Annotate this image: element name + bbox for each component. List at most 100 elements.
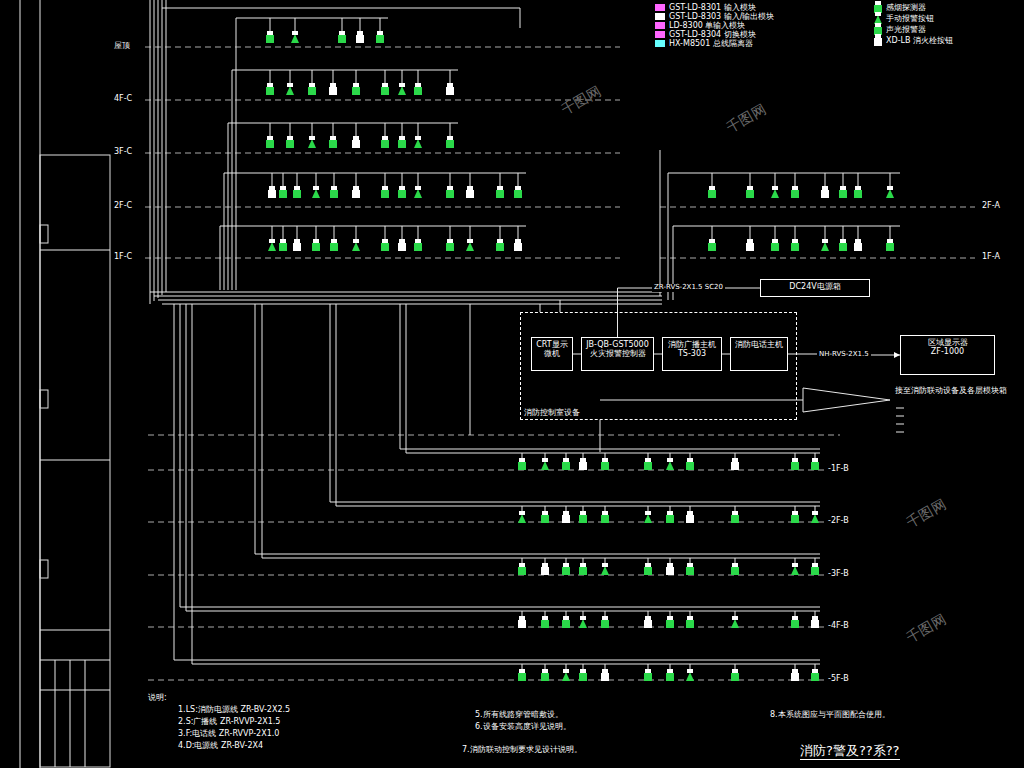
module-symbol xyxy=(353,186,359,190)
module-symbol xyxy=(269,186,275,190)
drop-line xyxy=(385,226,386,239)
box-heading: 区域显示器 xyxy=(904,338,991,347)
drop-line xyxy=(522,506,523,511)
drop-line xyxy=(334,173,335,186)
riser-line xyxy=(154,0,155,301)
legend-swatch xyxy=(655,22,665,29)
module-symbol xyxy=(792,458,798,462)
module-symbol xyxy=(645,669,651,673)
device-symbol xyxy=(791,620,799,628)
drop-line xyxy=(545,506,546,511)
module-symbol xyxy=(382,186,388,190)
device-symbol xyxy=(279,243,287,251)
device-symbol xyxy=(398,140,406,148)
bus-line xyxy=(162,8,520,28)
floor-label: 2F-C xyxy=(114,201,132,210)
drop-line xyxy=(342,18,343,31)
device-symbol xyxy=(518,567,526,575)
device-symbol xyxy=(731,567,739,575)
module-symbol xyxy=(542,458,548,462)
drop-line xyxy=(312,123,313,136)
drop-line xyxy=(522,453,523,458)
legend-row: GST-LD-8303 输入/输出模块 xyxy=(655,12,774,21)
device-symbol xyxy=(398,243,406,251)
drop-line xyxy=(712,226,713,239)
drop-line xyxy=(312,70,313,83)
legend-row: LD-8300 单输入模块 xyxy=(655,21,745,30)
drop-line xyxy=(283,173,284,186)
alarm-symbol xyxy=(541,461,549,470)
device-symbol xyxy=(579,515,587,523)
device-symbol xyxy=(708,243,716,251)
module-symbol xyxy=(267,31,273,35)
device-symbol xyxy=(541,620,549,628)
module-symbol xyxy=(382,136,388,140)
module-symbol xyxy=(267,136,273,140)
note-text: 7.消防联动控制要求见设计说明。 xyxy=(462,745,582,754)
device-symbol xyxy=(686,567,694,575)
legend-row: HX-M8501 总线隔离器 xyxy=(655,39,753,48)
module-symbol xyxy=(792,669,798,673)
drop-line xyxy=(545,611,546,616)
module-symbol xyxy=(580,458,586,462)
module-symbol xyxy=(812,563,818,567)
drop-line xyxy=(566,558,567,563)
module-symbol xyxy=(812,616,818,620)
legend-row: XD-LB 消火栓按钮 xyxy=(886,36,953,45)
drop-line xyxy=(418,123,419,136)
riser-line xyxy=(166,0,167,292)
module-symbol xyxy=(563,511,569,515)
module-symbol xyxy=(887,186,893,190)
device-symbol xyxy=(839,190,847,198)
connector-line xyxy=(573,354,581,355)
module-symbol xyxy=(330,136,336,140)
module-symbol xyxy=(519,669,525,673)
module-symbol xyxy=(855,186,861,190)
legend-row: GST-LD-8301 输入模块 xyxy=(655,3,756,12)
drop-line xyxy=(297,226,298,239)
floor-line xyxy=(148,575,824,576)
riser-line xyxy=(174,304,175,660)
legend-text: XD-LB 消火栓按钮 xyxy=(886,36,953,45)
module-symbol xyxy=(542,616,548,620)
loop-line xyxy=(224,173,526,174)
alarm-symbol xyxy=(562,672,570,681)
floor-label: -5F-B xyxy=(828,674,849,683)
device-symbol xyxy=(266,87,274,95)
device-symbol xyxy=(579,462,587,470)
riser-line xyxy=(158,0,159,298)
device-symbol xyxy=(708,190,716,198)
drop-line xyxy=(470,173,471,186)
legend-text: GST-LD-8304 切换模块 xyxy=(669,30,756,39)
device-symbol xyxy=(514,243,522,251)
drop-line xyxy=(648,453,649,458)
drop-line xyxy=(272,226,273,239)
connector-line xyxy=(722,354,730,355)
device-symbol xyxy=(279,190,287,198)
legend-swatch xyxy=(655,31,665,38)
drop-line xyxy=(333,123,334,136)
equipment-box: 消防广播主机TS-303 xyxy=(662,337,722,371)
module-symbol xyxy=(280,186,286,190)
box-text: ZF-1000 xyxy=(904,347,991,356)
loop-line xyxy=(255,554,820,555)
floor-label: 1F-C xyxy=(114,252,132,261)
drop-line xyxy=(418,173,419,186)
module-symbol xyxy=(580,563,586,567)
connector xyxy=(573,354,581,355)
device-symbol xyxy=(791,515,799,523)
alarm-symbol xyxy=(312,189,320,198)
drop-line xyxy=(522,558,523,563)
module-symbol xyxy=(875,1,881,5)
floor-line xyxy=(148,522,824,523)
note-text: 接至消防联动设备及各层模块箱 xyxy=(895,386,1015,395)
title-block-cell xyxy=(40,560,48,578)
loop-line xyxy=(236,18,388,19)
device-symbol xyxy=(644,462,652,470)
module-symbol xyxy=(497,186,503,190)
drop-line xyxy=(735,506,736,511)
device-symbol xyxy=(352,190,360,198)
module-symbol xyxy=(667,563,673,567)
drop-line xyxy=(890,173,891,186)
